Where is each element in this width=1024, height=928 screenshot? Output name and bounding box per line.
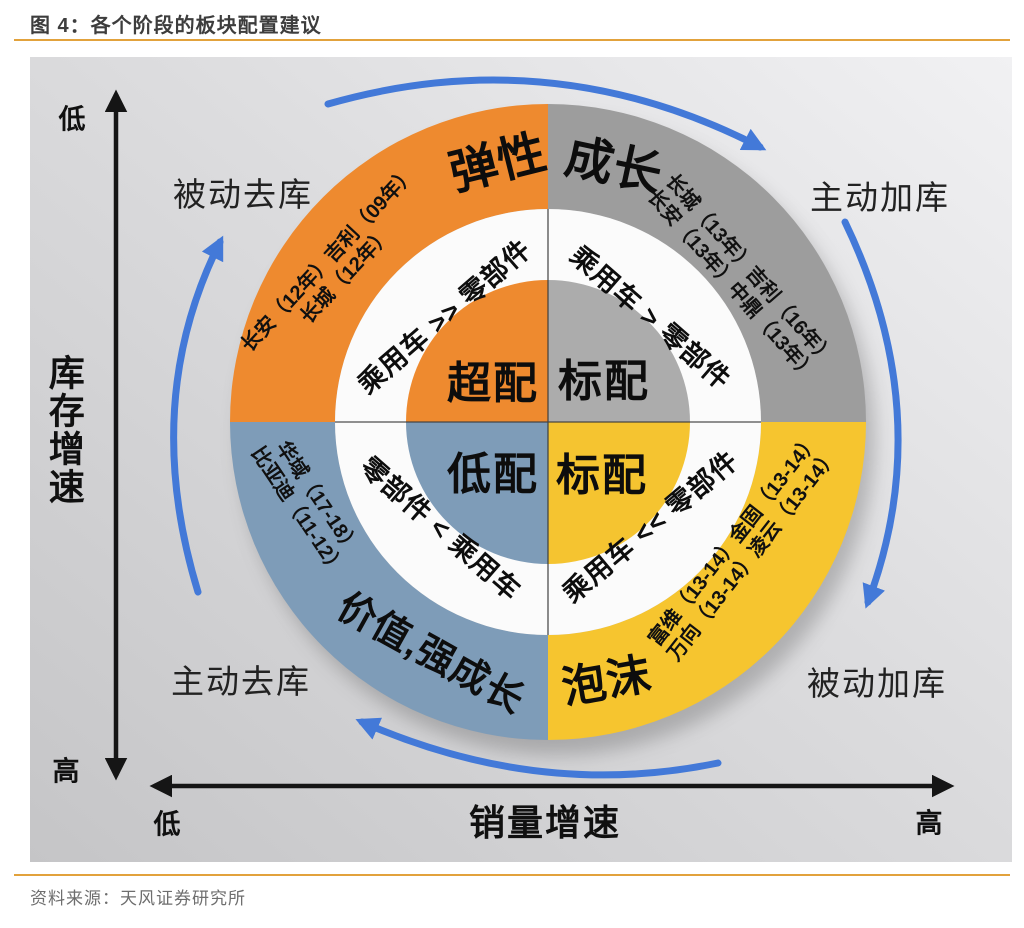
allocation-label-top-left: 超配 [447,359,539,408]
outer-sector-top-left [230,104,548,422]
x-left-tick-label: 低 [153,809,181,840]
phase-label-bottom-right: 被动加库 [807,665,947,702]
source-note: 资料来源：天风证券研究所 [30,889,246,908]
cycle-arrow-top [324,76,767,151]
y-bottom-tick-label: 高 [52,756,80,787]
x-right-tick-label: 高 [915,808,943,839]
outer-sector-bottom-right [548,422,866,740]
outer-sector-bottom-left [230,422,548,740]
outer-sector-top-right [548,104,866,422]
allocation-label-bottom-left: 低配 [447,450,539,499]
cycle-arrow-bottom [355,717,722,779]
allocation-label-top-right: 标配 [558,357,650,406]
inner-sector-bottom-right [548,422,690,564]
x-axis-label: 销量增速 [468,802,622,843]
allocation-label-bottom-right: 标配 [556,451,648,500]
y-top-tick-label: 低 [58,104,86,135]
phase-label-top-right: 主动加库 [810,179,950,216]
inner-sector-top-right [548,280,690,422]
phase-label-top-left: 被动去库 [173,176,313,213]
source-divider [14,874,1010,876]
ring-divider-cross [335,209,761,635]
cycle-arrow-right [841,218,902,609]
inner-sector-top-left [406,280,548,422]
cycle-arrow-left [170,235,224,596]
y-axis-label: 库存增速 [43,354,85,506]
title-divider [14,39,1010,41]
phase-label-bottom-left: 主动去库 [171,663,311,700]
inner-sector-bottom-left [406,422,548,564]
figure-title: 图 4：各个阶段的板块配置建议 [30,15,322,37]
